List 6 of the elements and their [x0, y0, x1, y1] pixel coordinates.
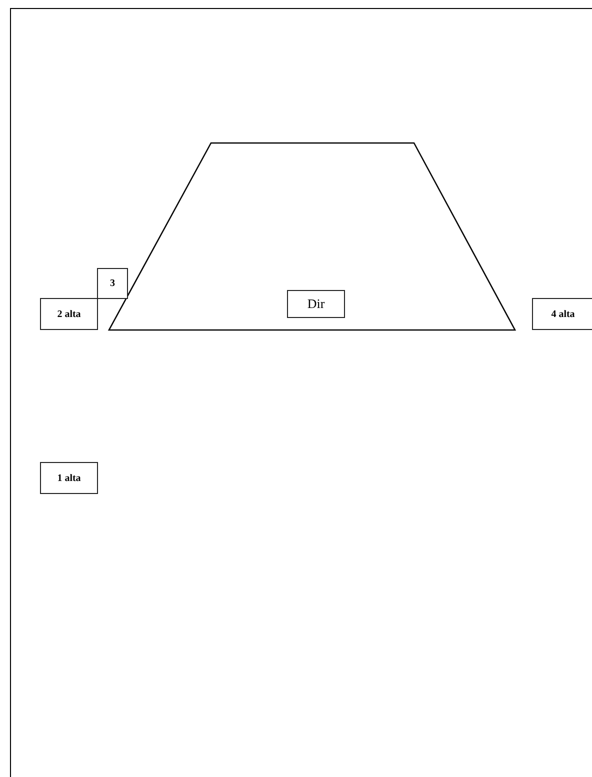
label-box: 2 alta — [40, 298, 98, 330]
label-box: 1 alta — [40, 462, 98, 494]
label-box: 3 — [97, 268, 128, 299]
label-box: 4 alta — [532, 298, 592, 330]
label-box: Dir — [287, 290, 345, 318]
trapezoid-shape — [109, 143, 515, 330]
